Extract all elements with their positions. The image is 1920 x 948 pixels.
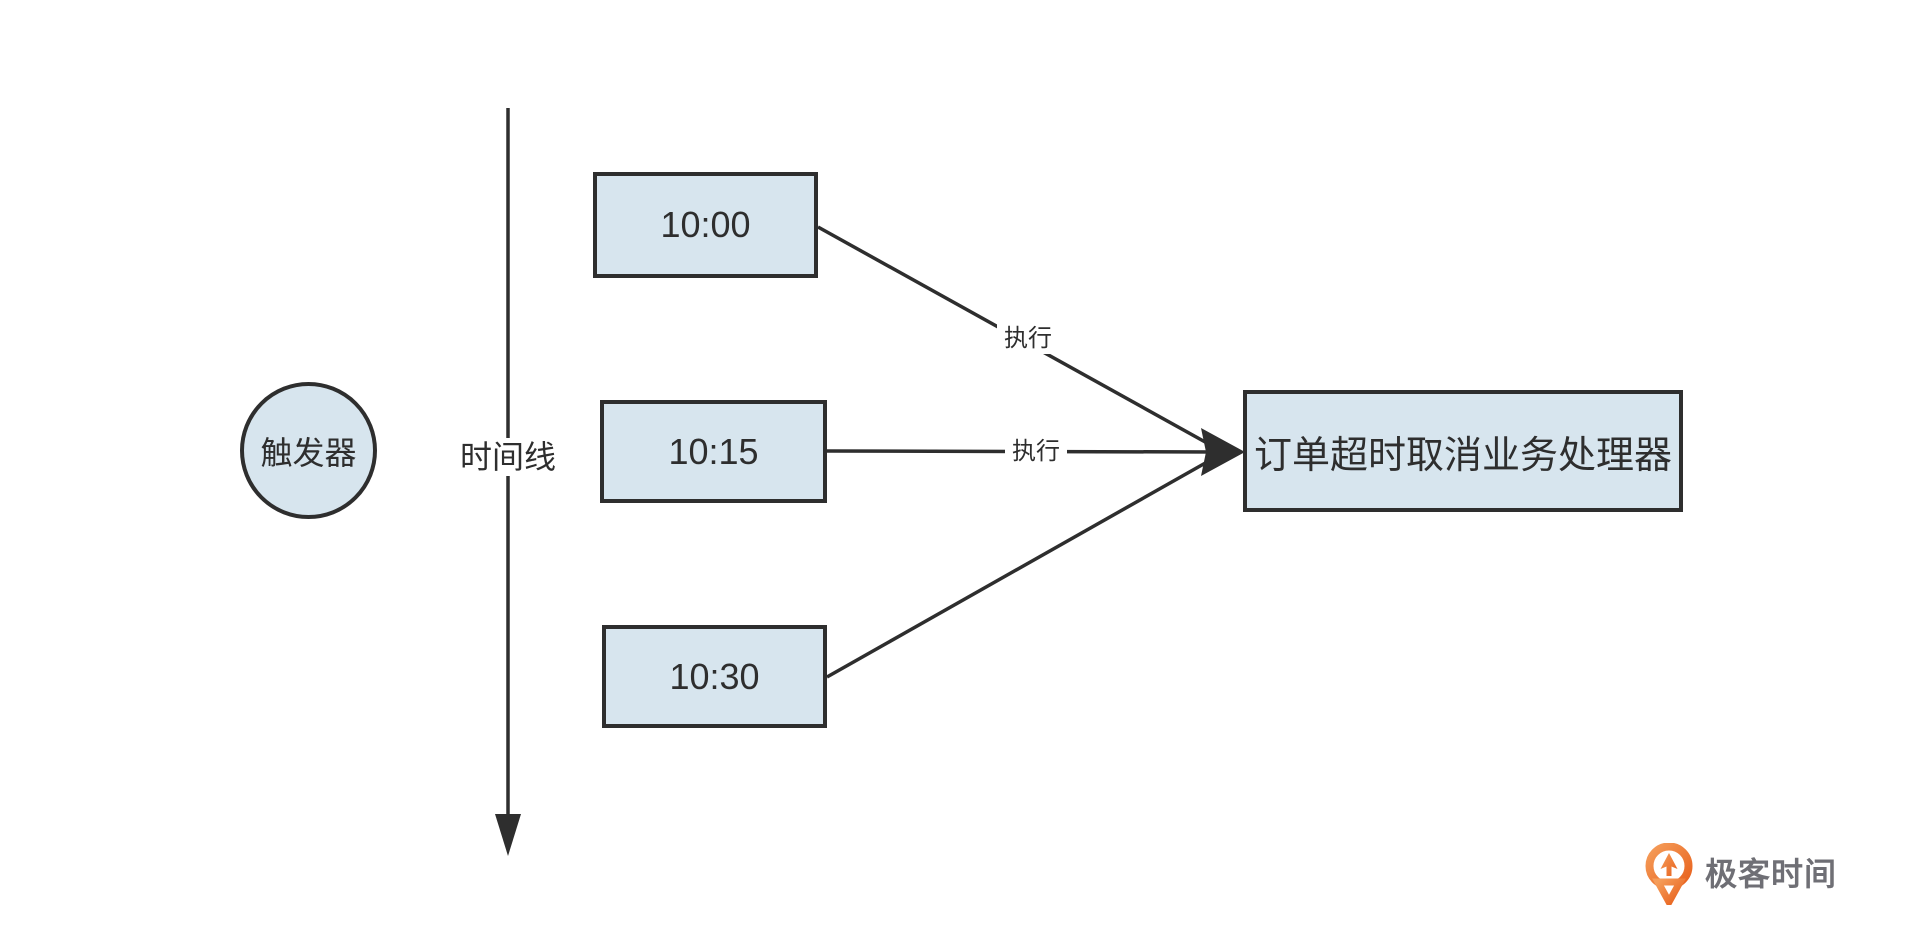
edge-line-10-30 xyxy=(826,455,1217,679)
edge-arrowhead-icon xyxy=(1201,428,1245,476)
edge-label-10-00: 执行 xyxy=(997,324,1059,354)
trigger-node: 触发器 xyxy=(240,382,377,519)
brand-logo: 极客时间 xyxy=(1645,843,1837,905)
timer-node-10-15: 10:15 xyxy=(600,400,827,503)
brand-logo-text: 极客时间 xyxy=(1705,856,1838,892)
timer-node-label: 10:15 xyxy=(668,430,759,472)
timer-node-10-00: 10:00 xyxy=(593,172,818,278)
timeline-arrowhead-icon xyxy=(495,814,521,856)
timer-node-label: 10:30 xyxy=(669,655,760,697)
logo-arrow-glyph xyxy=(1660,853,1678,876)
timeline-label: 时间线 xyxy=(452,438,564,476)
logo-pin-tail xyxy=(1652,878,1686,905)
trigger-node-label: 触发器 xyxy=(260,434,357,471)
timer-node-10-30: 10:30 xyxy=(602,625,827,728)
processor-node: 订单超时取消业务处理器 xyxy=(1243,390,1683,512)
timer-node-label: 10:00 xyxy=(660,204,751,245)
processor-node-label: 订单超时取消业务处理器 xyxy=(1253,434,1672,477)
geektime-pin-icon xyxy=(1645,843,1693,905)
edge-label-10-15: 执行 xyxy=(1005,437,1067,467)
